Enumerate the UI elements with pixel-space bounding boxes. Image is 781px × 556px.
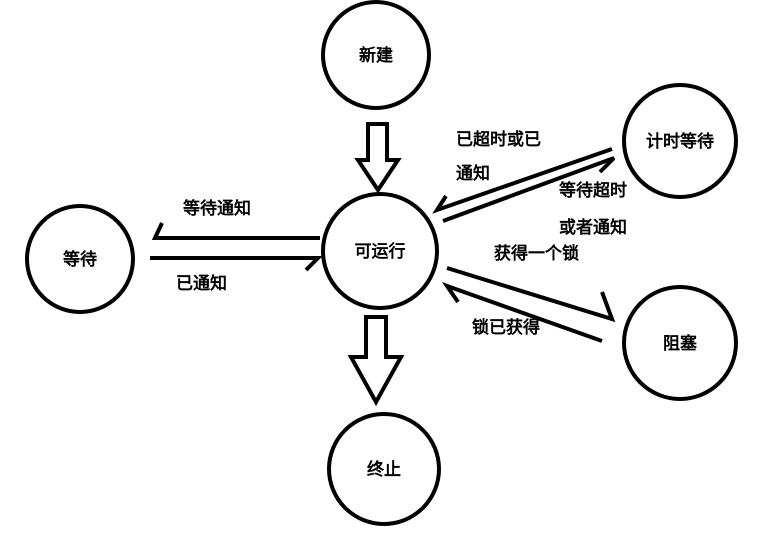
label-timed-to-runnable-line1: 已超时或已	[456, 129, 541, 150]
arrow-blocked-to-runnable	[441, 282, 603, 343]
arrow-runnable-to-waiting	[151, 222, 320, 240]
state-terminated: 终止	[327, 412, 441, 526]
state-waiting: 等待	[25, 204, 135, 314]
arrow-waiting-to-runnable	[150, 256, 323, 272]
state-runnable-label: 可运行	[355, 241, 406, 262]
label-blocked-to-runnable: 锁已获得	[472, 317, 540, 338]
state-new: 新建	[321, 0, 431, 110]
arrow-runnable-to-terminated	[347, 315, 405, 407]
state-blocked-label: 阻塞	[663, 333, 698, 354]
state-blocked: 阻塞	[622, 285, 738, 401]
label-runnable-to-waiting: 等待通知	[183, 198, 251, 219]
label-runnable-to-blocked: 获得一个锁	[494, 243, 579, 264]
label-runnable-to-timed-line2: 或者通知	[559, 217, 627, 238]
arrow-runnable-to-timed	[442, 156, 616, 223]
state-timed-waiting-label: 计时等待	[646, 131, 714, 152]
state-terminated-label: 终止	[367, 459, 401, 480]
state-new-label: 新建	[359, 45, 393, 66]
label-runnable-to-timed-line1: 等待超时	[559, 180, 627, 201]
label-timed-to-runnable-line2: 通知	[456, 163, 490, 184]
state-waiting-label: 等待	[63, 249, 97, 270]
arrow-timed-to-runnable	[432, 147, 613, 214]
label-waiting-to-runnable: 已通知	[176, 273, 227, 294]
state-runnable: 可运行	[321, 192, 439, 310]
arrow-new-to-runnable	[354, 122, 402, 194]
state-timed-waiting: 计时等待	[622, 83, 738, 199]
arrow-runnable-to-blocked	[446, 266, 616, 323]
